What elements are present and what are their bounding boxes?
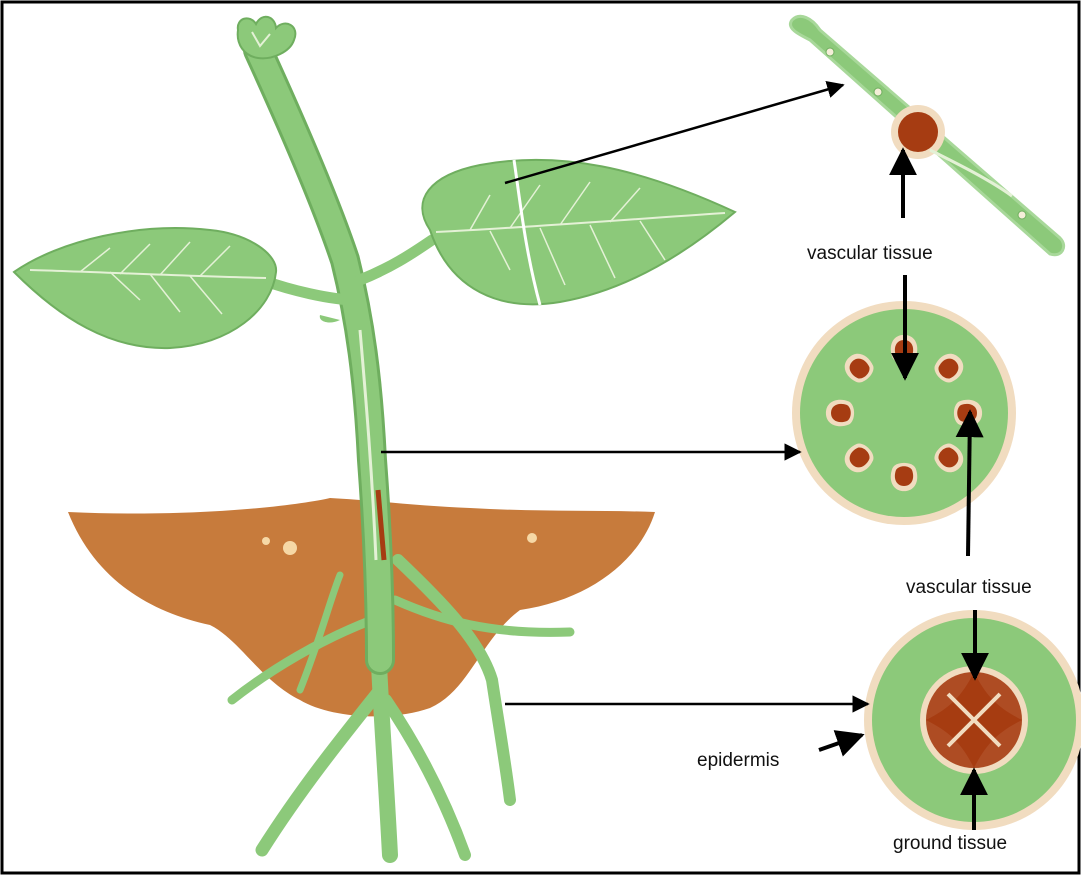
left-leaf <box>14 228 276 348</box>
leaf-vascular-bundle <box>898 112 938 152</box>
vascular-bundle <box>895 466 913 486</box>
soil-pebble <box>527 533 537 543</box>
right-petiole <box>360 240 432 280</box>
leaf-cross-section <box>790 16 1063 254</box>
label-vascular-tissue: vascular tissue <box>906 577 1032 598</box>
label-epidermis: epidermis <box>697 750 779 771</box>
shoot-tip <box>238 17 296 59</box>
arrow-epidermis <box>819 735 862 750</box>
soil-pebble <box>262 537 270 545</box>
soil-pebble <box>283 541 297 555</box>
vascular-bundle <box>957 404 977 422</box>
right-leaf <box>422 160 735 305</box>
vascular-bundle <box>831 404 851 422</box>
label-ground-tissue: ground tissue <box>893 833 1007 854</box>
label-leaf-vascular-tissue: vascular tissue <box>807 243 933 264</box>
arrow-stem-vascular-up <box>968 412 970 556</box>
arrow-leaf-to-section <box>505 85 843 183</box>
stipule <box>320 315 340 322</box>
